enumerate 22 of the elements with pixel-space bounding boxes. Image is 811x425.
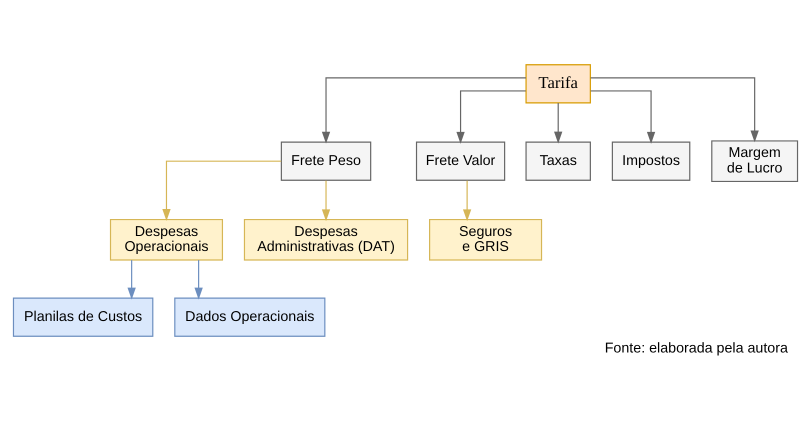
node-box: Frete Peso [280,141,372,180]
node-box: Seguros e GRIS [429,218,542,260]
arrow [194,260,203,300]
node-box: Despesas Operacionais [110,218,224,260]
arrow [322,76,526,144]
node-box: Dados Operacionais [174,297,326,336]
node-box: Despesas Administrativas (DAT) [244,218,408,260]
arrow [462,180,472,221]
arrow [456,90,526,144]
node-box: Impostos [612,141,690,180]
node-box: Tarifa [525,64,591,103]
arrow [590,76,759,142]
node-box: Taxas [525,141,591,180]
arrow [322,180,330,221]
arrow [554,102,562,144]
node-box: Margem de Lucro [711,140,798,182]
arrow [162,160,282,220]
arrow [127,260,136,300]
node-box: Planilas de Custos [12,297,154,336]
node-box: Frete Valor [416,141,506,180]
caption: Fonte: elaborada pela autora [604,340,788,356]
arrow [590,90,656,144]
